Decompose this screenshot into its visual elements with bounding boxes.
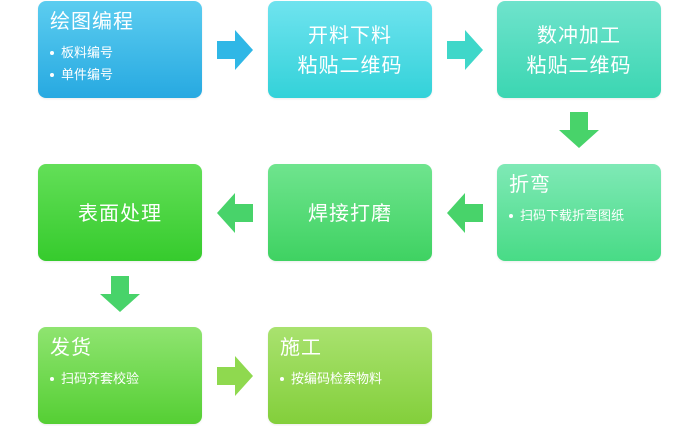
- step-2-text: 开料下料 粘贴二维码: [268, 1, 432, 98]
- arrow-shape: [559, 112, 599, 148]
- step-box-7: 发货 扫码齐套校验: [38, 327, 202, 424]
- arrow-shape: [447, 193, 483, 233]
- step-7-bullet-1: 扫码齐套校验: [50, 369, 139, 391]
- step-box-4: 折弯 扫码下载折弯图纸: [497, 164, 661, 261]
- step-box-5: 焊接打磨: [268, 164, 432, 261]
- step-8-title: 施工: [280, 335, 322, 359]
- arrow-shape: [217, 193, 253, 233]
- step-5-text: 焊接打磨: [268, 164, 432, 261]
- step-7-title: 发货: [50, 335, 92, 359]
- arrow-shape: [447, 30, 483, 70]
- step-2-line-1: 开料下料: [308, 22, 392, 47]
- step-7-bullet-1-text: 扫码齐套校验: [61, 372, 140, 387]
- arrow-down-2-icon: [100, 276, 140, 312]
- arrow-shape: [217, 30, 253, 70]
- arrow-shape: [100, 276, 140, 312]
- step-8-bullet-1-text: 按编码检索物料: [291, 372, 383, 387]
- step-4-bullets: 扫码下载折弯图纸: [509, 206, 624, 228]
- arrow-left-2-icon: [217, 193, 253, 233]
- step-4-bullet-1: 扫码下载折弯图纸: [509, 206, 624, 228]
- step-box-6: 表面处理: [38, 164, 202, 261]
- arrow-shape: [217, 356, 253, 396]
- step-8-bullets: 按编码检索物料: [280, 369, 382, 391]
- bullet-dot-icon: [509, 213, 513, 218]
- step-1-bullet-2-text: 单件编号: [61, 68, 114, 83]
- step-4-title: 折弯: [509, 172, 551, 196]
- step-1-title: 绘图编程: [50, 9, 134, 33]
- step-8-bullet-1: 按编码检索物料: [280, 369, 382, 391]
- step-5-line-1: 焊接打磨: [308, 200, 392, 225]
- step-7-bullets: 扫码齐套校验: [50, 369, 139, 391]
- step-6-text: 表面处理: [38, 164, 202, 261]
- step-4-bullet-1-text: 扫码下载折弯图纸: [520, 209, 625, 224]
- step-1-bullet-2: 单件编号: [50, 65, 113, 87]
- arrow-right-2-icon: [447, 30, 483, 70]
- step-3-line-2: 粘贴二维码: [526, 52, 632, 77]
- arrow-left-1-icon: [447, 193, 483, 233]
- step-1-bullet-1-text: 板料编号: [61, 46, 114, 61]
- step-3-line-1: 数冲加工: [537, 22, 621, 47]
- step-1-bullets: 板料编号 单件编号: [50, 43, 113, 87]
- step-box-2: 开料下料 粘贴二维码: [268, 1, 432, 98]
- arrow-down-1-icon: [559, 112, 599, 148]
- bullet-dot-icon: [50, 50, 54, 55]
- arrow-right-1-icon: [217, 30, 253, 70]
- step-box-3: 数冲加工 粘贴二维码: [497, 1, 661, 98]
- step-box-8: 施工 按编码检索物料: [268, 327, 432, 424]
- step-box-1: 绘图编程 板料编号 单件编号: [38, 1, 202, 98]
- step-1-bullet-1: 板料编号: [50, 43, 113, 65]
- step-2-line-2: 粘贴二维码: [297, 52, 403, 77]
- step-3-text: 数冲加工 粘贴二维码: [497, 1, 661, 98]
- bullet-dot-icon: [280, 376, 284, 381]
- bullet-dot-icon: [50, 72, 54, 77]
- arrow-right-3-icon: [217, 356, 253, 396]
- step-6-line-1: 表面处理: [78, 200, 162, 225]
- bullet-dot-icon: [50, 376, 54, 381]
